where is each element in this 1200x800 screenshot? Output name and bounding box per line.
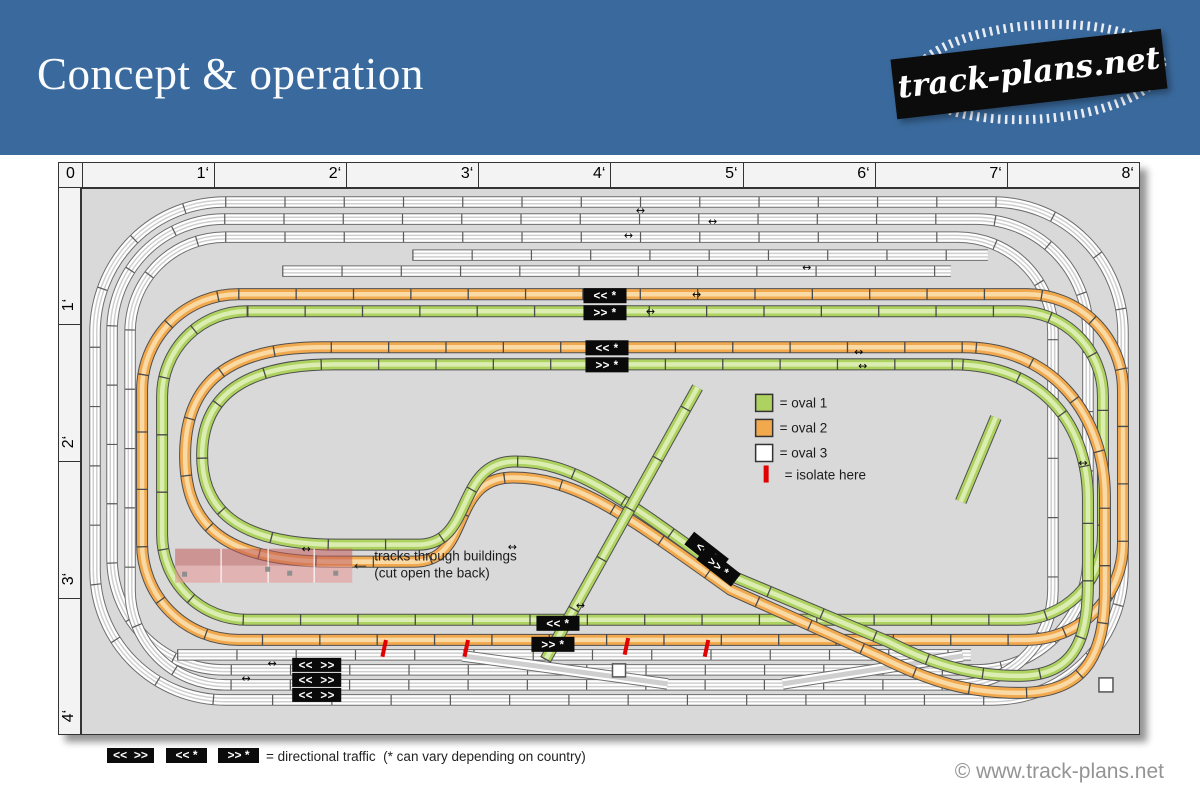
svg-text:↔: ↔ — [1078, 457, 1087, 470]
svg-text:↔: ↔ — [242, 672, 251, 685]
buffer-stop — [611, 663, 627, 678]
svg-text:↔: ↔ — [302, 543, 311, 556]
ruler-mark-v2ft: 2‘ — [59, 325, 80, 463]
left-arrow-icon: ← — [350, 553, 370, 575]
legend-label: = isolate here — [785, 468, 866, 483]
footer-caption: = directional traffic (* can vary depend… — [266, 749, 586, 764]
svg-text:↔: ↔ — [802, 261, 811, 274]
ruler-mark-v4ft: 4‘ — [60, 710, 77, 723]
ruler-mark-8ft: 8‘ — [1006, 163, 1139, 187]
ruler-mark-5ft: 5‘ — [610, 163, 742, 187]
direction-badge: << >> — [299, 660, 335, 672]
ruler-origin: 0 — [66, 165, 75, 182]
ruler-mark-v1ft: 1‘ — [59, 188, 80, 326]
footer-badge-left: << * — [166, 748, 207, 763]
svg-text:↔: ↔ — [576, 599, 585, 612]
copyright: © www.track-plans.net — [954, 760, 1164, 783]
isolate-marks — [380, 637, 711, 658]
header-band: Concept & operation track-plans.net — [0, 0, 1200, 155]
svg-text:↔: ↔ — [624, 229, 633, 242]
track-plan-svg: ↔ ↔ ↔ ↔ ↔ ↔ ↔ ↔ ↔ ↔ ↔ ↔ ↔ ↔ — [82, 189, 1139, 734]
svg-text:↔: ↔ — [268, 657, 277, 670]
legend-swatch-oval3 — [754, 443, 774, 463]
page-title: Concept & operation — [37, 49, 424, 99]
buildings-annotation: ← tracks through buildings (cut open the… — [350, 549, 517, 581]
svg-text:↔: ↔ — [646, 305, 655, 318]
footer-badge-bidirectional: << >> — [107, 748, 154, 763]
ruler-mark-2ft: 2‘ — [214, 163, 346, 187]
direction-badge: >> * — [541, 639, 564, 651]
svg-text:↔: ↔ — [636, 204, 645, 217]
track-oval1-green-inner — [202, 364, 1088, 676]
footer-badge-right: >> * — [218, 748, 259, 763]
direction-badge: >> * — [593, 308, 616, 320]
ruler-mark-1ft: 1‘ — [81, 163, 214, 187]
buffer-stop — [1098, 677, 1114, 693]
ruler-mark-6ft: 6‘ — [742, 163, 875, 187]
legend-label: = oval 3 — [780, 445, 828, 460]
direction-badges: << * >> * << * >> * << * >> * << * — [292, 288, 741, 702]
svg-text:↔: ↔ — [508, 541, 517, 554]
legend-swatch-oval1 — [754, 393, 774, 413]
legend-swatch-isolate — [763, 465, 769, 483]
annotation-line1: tracks through buildings — [374, 549, 517, 564]
svg-text:↔: ↔ — [858, 359, 867, 372]
joint-markers: ↔ ↔ ↔ ↔ ↔ ↔ ↔ ↔ ↔ ↔ ↔ ↔ ↔ ↔ — [242, 204, 1088, 685]
legend: = oval 1 = oval 2 = oval 3 = isolate her… — [754, 393, 866, 483]
direction-badge: << * — [593, 291, 616, 303]
direction-badge: << * — [595, 343, 618, 355]
direction-badge: >> * — [595, 360, 618, 372]
ruler-mark-3ft: 3‘ — [346, 163, 478, 187]
svg-text:↔: ↔ — [854, 345, 863, 358]
ruler-mark-7ft: 7‘ — [874, 163, 1007, 187]
buildings-overlay — [175, 548, 353, 583]
track-plan-panel: 0 1‘ 2‘ 3‘ 4‘ 5‘ 6‘ 7‘ 8‘ 1‘ 2‘ 3‘ 4‘ — [58, 162, 1140, 735]
track-oval3-white — [95, 202, 1123, 700]
ruler-mark-v3ft: 3‘ — [59, 462, 80, 600]
annotation-line2: (cut open the back) — [374, 566, 490, 581]
legend-label: = oval 1 — [780, 395, 828, 410]
ruler-mark-4ft: 4‘ — [478, 163, 610, 187]
direction-badge: << >> — [299, 675, 335, 687]
track-plan-canvas: ↔ ↔ ↔ ↔ ↔ ↔ ↔ ↔ ↔ ↔ ↔ ↔ ↔ ↔ — [81, 188, 1140, 735]
svg-text:↔: ↔ — [708, 215, 717, 228]
legend-swatch-oval2 — [754, 418, 774, 438]
ruler-vertical: 1‘ 2‘ 3‘ 4‘ — [58, 188, 81, 735]
svg-text:↔: ↔ — [692, 288, 701, 301]
legend-label: = oval 2 — [780, 420, 828, 435]
direction-badge: << * — [546, 618, 569, 630]
direction-badge: << >> — [299, 690, 335, 702]
ruler-horizontal: 0 1‘ 2‘ 3‘ 4‘ 5‘ 6‘ 7‘ 8‘ — [58, 162, 1140, 188]
